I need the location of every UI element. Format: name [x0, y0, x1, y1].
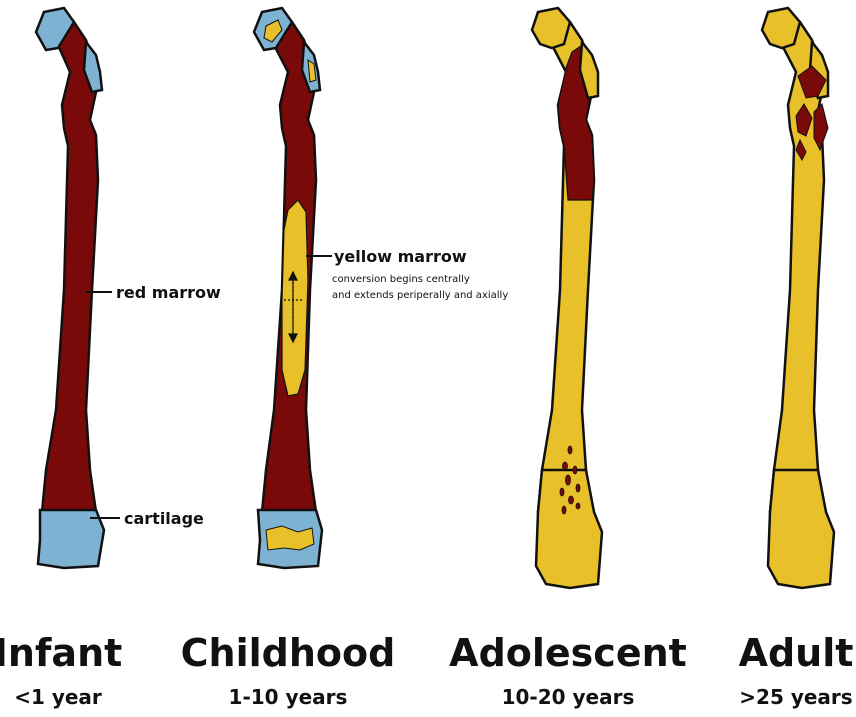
infant-femur [36, 8, 104, 568]
stage-age-childhood: 1-10 years [229, 685, 348, 709]
stage-age-infant: <1 year [14, 685, 102, 709]
adolescent-distal-end [536, 470, 602, 588]
childhood-femur [254, 8, 322, 568]
stage-title-adolescent: Adolescent [449, 631, 687, 675]
infant-shaft [42, 22, 100, 512]
adult-femoral-head [762, 8, 800, 48]
yellow-marrow-note-line1: conversion begins centrally [332, 274, 470, 285]
stage-age-adult: >25 years [739, 685, 852, 709]
label-yellow-marrow-text: yellow marrow [334, 247, 467, 266]
label-cartilage-text: cartilage [124, 509, 204, 528]
stage-title-adult: Adult [739, 631, 854, 675]
childhood-yellow-marrow [282, 200, 308, 396]
stage-title-infant: Infant [0, 631, 122, 675]
stage-title-childhood: Childhood [181, 631, 396, 675]
adult-distal-end [768, 470, 834, 588]
childhood-distal-ossification [266, 526, 314, 550]
label-cartilage: cartilage [90, 509, 204, 528]
label-yellow-marrow: yellow marrow conversion begins centrall… [306, 247, 508, 301]
adult-femur [762, 8, 834, 588]
yellow-marrow-note-line2: and extends periperally and axially [332, 290, 508, 301]
label-red-marrow: red marrow [86, 283, 221, 302]
adolescent-femur [532, 8, 602, 588]
label-red-marrow-text: red marrow [116, 283, 221, 302]
stage-age-adolescent: 10-20 years [502, 685, 635, 709]
adolescent-femoral-head [532, 8, 570, 48]
